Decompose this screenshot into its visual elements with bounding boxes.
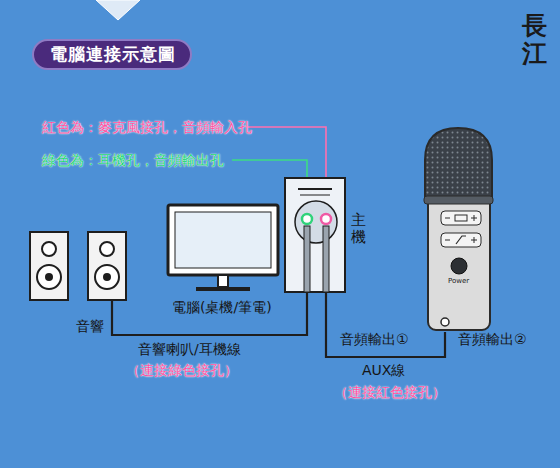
legend-note: 紅色為：麥克風接孔，音頻輸入孔 bbox=[42, 119, 252, 136]
tower-label: 主機 bbox=[351, 212, 366, 245]
port-label: 音頻輸出① bbox=[340, 331, 409, 348]
microphone-node: Power bbox=[425, 128, 492, 332]
woofer-cap bbox=[45, 273, 53, 281]
jack-panel bbox=[295, 201, 337, 243]
speaker-node: 音響 bbox=[30, 232, 126, 300]
monitor-frame bbox=[168, 205, 278, 275]
cable-label: 音響喇叭/耳機線 bbox=[138, 341, 241, 358]
minus-mark bbox=[445, 240, 450, 241]
audio-cable bbox=[112, 292, 307, 335]
speaker-box bbox=[30, 232, 68, 300]
output-jack bbox=[441, 318, 449, 326]
plus-mark bbox=[471, 215, 477, 221]
drive-slot bbox=[298, 188, 332, 190]
audio-cable bbox=[326, 292, 445, 357]
watermark: 長江 bbox=[522, 12, 547, 67]
button-mark bbox=[456, 236, 466, 244]
speaker-box bbox=[88, 232, 126, 300]
tower-case bbox=[285, 178, 345, 292]
mic-ring bbox=[424, 196, 493, 204]
audio-plug bbox=[323, 226, 329, 292]
power-button bbox=[451, 258, 467, 274]
woofer bbox=[37, 265, 61, 289]
volume-button bbox=[441, 211, 481, 225]
top-notch bbox=[96, 0, 140, 20]
monitor-base bbox=[196, 287, 250, 291]
aux-label: AUX線 bbox=[362, 362, 405, 379]
minus-mark bbox=[445, 218, 450, 219]
tweeter bbox=[100, 242, 114, 256]
monitor-screen bbox=[175, 212, 271, 268]
plus-mark bbox=[471, 237, 477, 243]
legend-note: 綠色為：耳機孔，音頻輸出孔 bbox=[42, 152, 224, 169]
monitor-stand bbox=[218, 275, 228, 287]
button-mark bbox=[455, 215, 467, 221]
mic-grille bbox=[425, 128, 492, 200]
title-text: 電腦連接示意圖 bbox=[50, 41, 176, 68]
monitor bbox=[168, 205, 278, 291]
microphone bbox=[424, 128, 493, 330]
speaker-label: 音響 bbox=[76, 318, 104, 335]
title-pill: 電腦連接示意圖 bbox=[32, 39, 192, 70]
computer-label: 電腦(桌機/筆電) bbox=[172, 299, 272, 316]
green-jack bbox=[302, 214, 312, 224]
woofer bbox=[95, 265, 119, 289]
woofer-cap bbox=[103, 273, 111, 281]
computer-node: 電腦(桌機/筆電) bbox=[168, 205, 278, 291]
tower-node: 主機 bbox=[285, 178, 345, 292]
power-label: Power bbox=[448, 276, 469, 286]
audio-plug bbox=[304, 226, 310, 292]
port-label: 音頻輸出② bbox=[458, 331, 527, 348]
cable-note: （連接綠色接孔） bbox=[126, 362, 238, 379]
mic-body bbox=[428, 192, 490, 330]
drive-slot bbox=[300, 195, 330, 196]
tweeter bbox=[42, 242, 56, 256]
pink-jack bbox=[321, 214, 331, 224]
pc-tower bbox=[285, 178, 345, 292]
cable-note: （連接紅色接孔） bbox=[334, 384, 446, 401]
speaker-pair bbox=[30, 232, 126, 300]
echo-button bbox=[441, 233, 481, 247]
